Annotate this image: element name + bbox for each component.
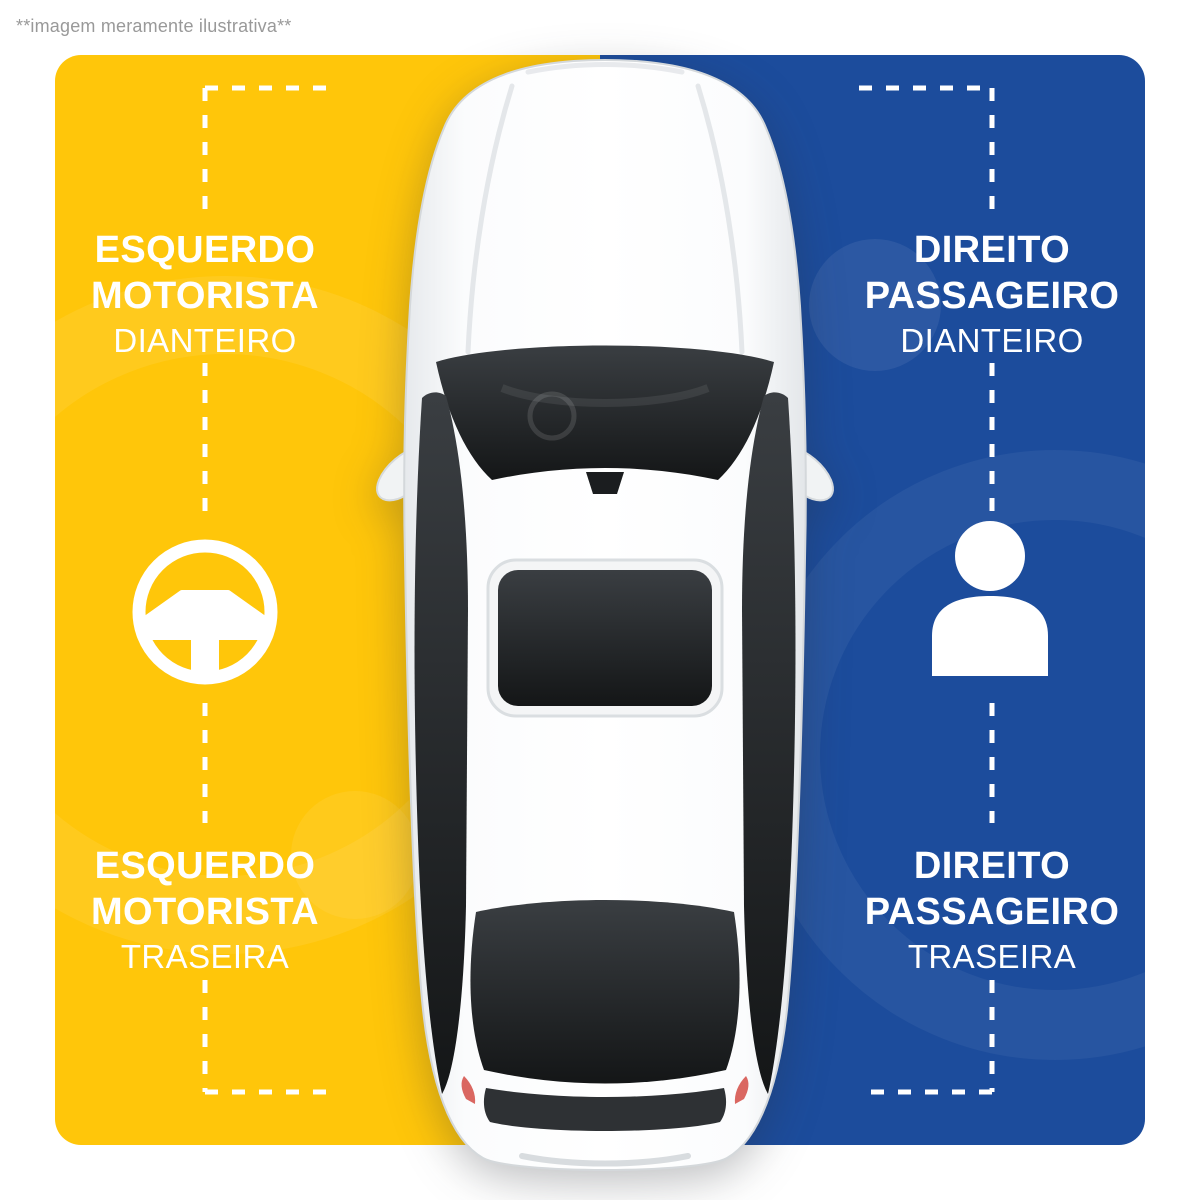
rear-window (470, 900, 740, 1084)
label-left-front: ESQUERDO MOTORISTA DIANTEIRO (55, 227, 355, 363)
disclaimer-text: **imagem meramente ilustrativa** (16, 16, 292, 36)
rear-spoiler (483, 1088, 727, 1131)
label-line: DIREITO (913, 229, 1071, 271)
label-line: PASSAGEIRO (864, 275, 1120, 317)
car-top-view (376, 58, 834, 1171)
label-line: ESQUERDO (94, 845, 316, 887)
label-line: MOTORISTA (90, 891, 320, 933)
rearview-mirror (586, 472, 624, 494)
label-right-rear: DIREITO PASSAGEIRO TRASEIRA (842, 843, 1142, 979)
label-line: TRASEIRA (907, 938, 1077, 975)
steering-wheel-icon (132, 539, 278, 685)
label-line: MOTORISTA (90, 275, 320, 317)
label-line: TRASEIRA (120, 938, 290, 975)
sunroof-glass (498, 570, 712, 706)
guide-bracket-left (202, 85, 338, 1095)
label-line: DIANTEIRO (113, 322, 297, 359)
label-line: ESQUERDO (94, 229, 316, 271)
person-icon (932, 521, 1048, 676)
label-left-rear: ESQUERDO MOTORISTA TRASEIRA (55, 843, 355, 979)
label-line: PASSAGEIRO (864, 891, 1120, 933)
dashed-guides (132, 85, 1048, 1095)
label-line: DIANTEIRO (900, 322, 1084, 359)
label-line: DIREITO (913, 845, 1071, 887)
windshield (436, 345, 774, 480)
guide-bracket-right (859, 85, 995, 1095)
label-right-front: DIREITO PASSAGEIRO DIANTEIRO (842, 227, 1142, 363)
